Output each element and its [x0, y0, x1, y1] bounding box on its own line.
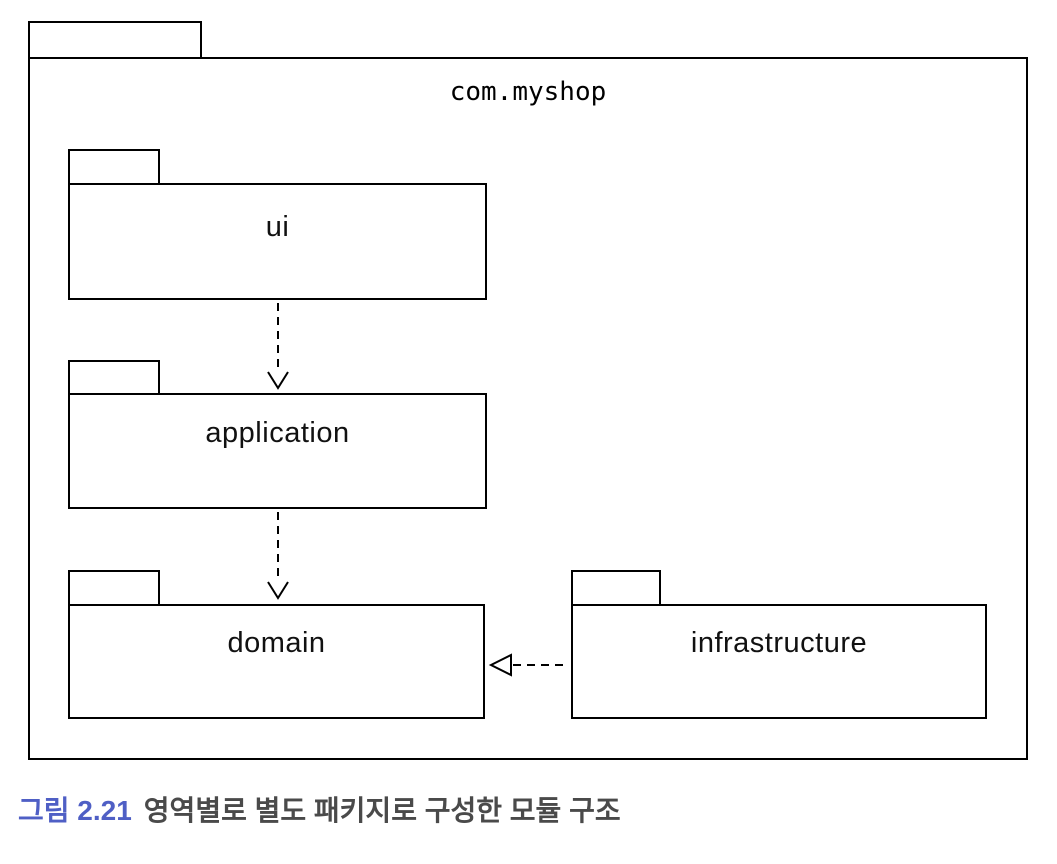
package-ui: ui — [68, 183, 487, 300]
package-domain-label: domain — [227, 627, 326, 659]
package-infrastructure: infrastructure — [571, 604, 987, 719]
outer-package-label: com.myshop — [449, 77, 607, 107]
package-ui-tab — [68, 149, 160, 183]
outer-package-tab — [28, 21, 202, 57]
figure-caption-text: 영역별로 별도 패키지로 구성한 모듈 구조 — [143, 795, 621, 826]
package-application: application — [68, 393, 487, 509]
figure-caption: 그림 2.21 영역별로 별도 패키지로 구성한 모듈 구조 — [18, 789, 621, 829]
package-infrastructure-label: infrastructure — [690, 627, 868, 659]
figure-caption-number: 그림 2.21 — [18, 795, 132, 826]
package-application-label: application — [205, 417, 350, 449]
package-infrastructure-tab — [571, 570, 661, 604]
package-application-tab — [68, 360, 160, 393]
package-domain: domain — [68, 604, 485, 719]
package-ui-label: ui — [265, 211, 290, 243]
package-domain-tab — [68, 570, 160, 604]
